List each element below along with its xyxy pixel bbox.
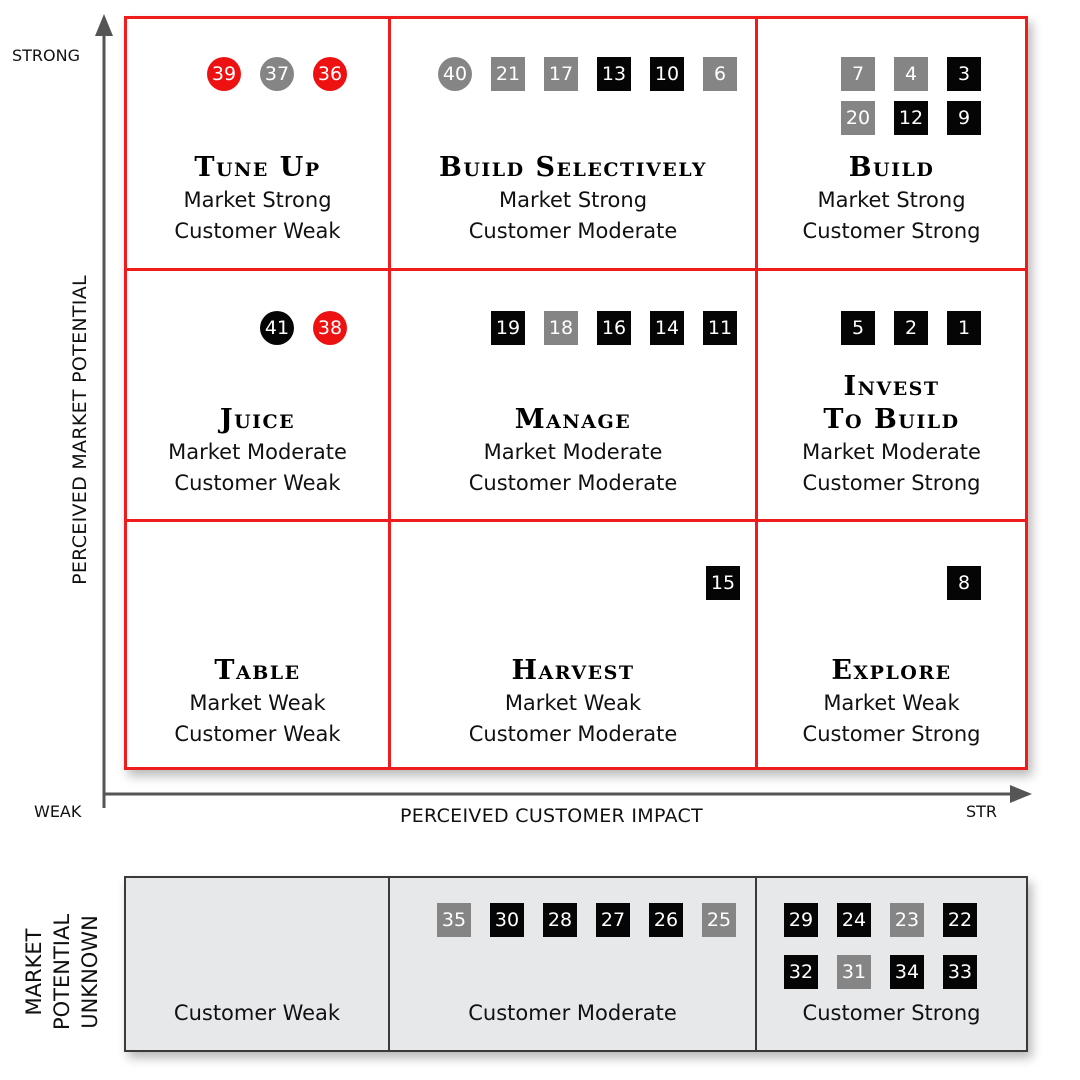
item-marker-11: 11 (703, 311, 737, 345)
cell-customer-label: Customer Moderate (468, 219, 678, 243)
cell-market-label: Market Weak (823, 691, 960, 715)
cell-customer-label: Customer Weak (174, 219, 341, 243)
cell-customer-label: Customer Strong (802, 471, 981, 495)
item-marker-3: 3 (947, 57, 981, 91)
item-marker-12: 12 (894, 101, 928, 135)
item-marker-5: 5 (841, 311, 875, 345)
cell-market-label: Market Strong (183, 188, 332, 212)
item-marker-38: 38 (313, 311, 347, 345)
cell-market-label: Market Weak (189, 691, 326, 715)
cell-title: To Build (823, 404, 960, 435)
item-marker-20: 20 (841, 101, 875, 135)
item-marker-8: 8 (947, 566, 981, 600)
cell-title: Manage (514, 404, 632, 435)
item-marker-13: 13 (597, 57, 631, 91)
item-marker-9: 9 (947, 101, 981, 135)
cell-title: Table (214, 655, 301, 686)
cell-title: Tune Up (194, 152, 321, 183)
item-marker-34: 34 (890, 955, 924, 989)
cell-customer-label: Customer Strong (802, 722, 981, 746)
item-marker-10: 10 (650, 57, 684, 91)
cell-title: Explore (831, 655, 952, 686)
item-marker-37: 37 (260, 57, 294, 91)
cell-title: Invest (843, 371, 940, 402)
item-marker-21: 21 (491, 57, 525, 91)
cell-market-label: Market Strong (498, 188, 648, 212)
item-marker-33: 33 (943, 955, 977, 989)
x-axis-weak-label: WEAK (34, 802, 82, 821)
cell-customer-label: Customer Weak (174, 471, 341, 495)
item-marker-24: 24 (837, 903, 871, 937)
item-marker-26: 26 (649, 903, 683, 937)
item-marker-19: 19 (491, 311, 525, 345)
cell-customer-label: Customer Moderate (468, 471, 678, 495)
cell-title: Juice (219, 404, 296, 435)
item-marker-17: 17 (544, 57, 578, 91)
item-marker-25: 25 (702, 903, 736, 937)
side-label-line-1: MARKET (22, 928, 46, 1016)
x-axis-strong-label: STR (966, 802, 998, 821)
unknown-cell-label: Customer Weak (173, 1001, 341, 1025)
cell-customer-label: Customer Moderate (468, 722, 678, 746)
item-marker-22: 22 (943, 903, 977, 937)
y-axis-strong-label: STRONG (12, 46, 81, 65)
market-unknown-strip: Customer Weak Customer Moderate 35 30 28 27 26… (124, 876, 1028, 1052)
side-label-line-2: POTENTIAL (50, 913, 74, 1031)
cell-market-label: Market Moderate (483, 440, 663, 464)
item-marker-23: 23 (890, 903, 924, 937)
item-marker-7: 7 (841, 57, 875, 91)
cell-market-label: Market Moderate (168, 440, 347, 464)
cell-market-label: Market Weak (504, 691, 642, 715)
unknown-cell-customer-moderate: Customer Moderate 35 30 28 27 26 25 (388, 876, 757, 1052)
item-marker-16: 16 (597, 311, 631, 345)
unknown-cell-customer-weak: Customer Weak (124, 876, 390, 1052)
item-marker-41: 41 (260, 311, 294, 345)
y-axis-title: PERCEIVED MARKET POTENTIAL (69, 275, 91, 585)
side-label-line-3: UNKNOWN (78, 915, 102, 1029)
cell-title: Build (848, 152, 935, 183)
cell-title: Harvest (511, 655, 635, 686)
unknown-cell-label: Customer Moderate (468, 1001, 677, 1025)
item-marker-27: 27 (596, 903, 630, 937)
item-marker-4: 4 (894, 57, 928, 91)
market-potential-unknown-label: MARKET POTENTIAL UNKNOWN (20, 914, 104, 1030)
x-axis-title: PERCEIVED CUSTOMER IMPACT (400, 805, 703, 827)
unknown-cell-label: Customer Strong (802, 1001, 981, 1025)
item-marker-18: 18 (544, 311, 578, 345)
cell-customer-label: Customer Weak (174, 722, 341, 746)
cell-title: Build Selectively (439, 152, 707, 183)
item-marker-31: 31 (837, 955, 871, 989)
item-marker-28: 28 (543, 903, 577, 937)
item-marker-14: 14 (650, 311, 684, 345)
item-marker-29: 29 (784, 903, 818, 937)
item-marker-39: 39 (207, 57, 241, 91)
cell-market-label: Market Moderate (802, 440, 981, 464)
item-marker-32: 32 (784, 955, 818, 989)
cell-customer-label: Customer Strong (802, 219, 981, 243)
item-marker-36: 36 (313, 57, 347, 91)
item-marker-35: 35 (437, 903, 471, 937)
item-marker-30: 30 (490, 903, 524, 937)
item-marker-15: 15 (706, 566, 740, 600)
item-marker-1: 1 (947, 311, 981, 345)
item-marker-2: 2 (894, 311, 928, 345)
unknown-cell-customer-strong: Customer Strong 29 24 23 22 32 31 34 33 (755, 876, 1028, 1052)
item-marker-6: 6 (703, 57, 737, 91)
item-marker-40: 40 (438, 57, 472, 91)
cell-market-label: Market Strong (817, 188, 966, 212)
